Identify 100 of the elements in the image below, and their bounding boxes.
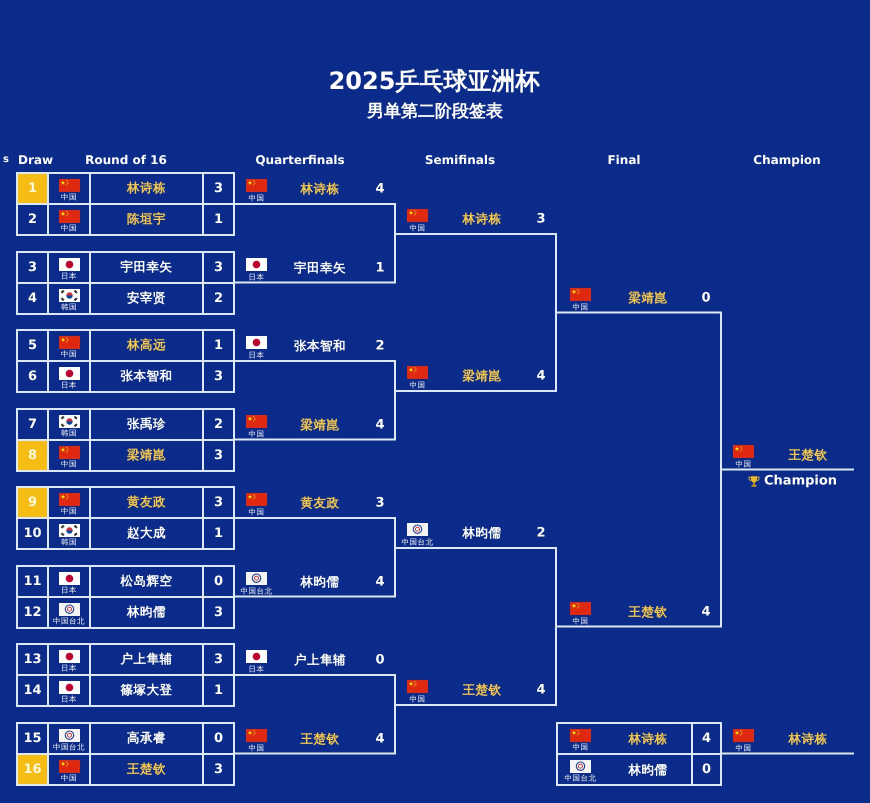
table-row (16, 203, 235, 236)
score: 3 (212, 368, 224, 386)
player-name: 林诗栋 (89, 174, 204, 203)
score: 3 (212, 494, 224, 512)
player-name: 林昀儒 (628, 763, 668, 776)
subtitle: 男单第二阶段签表 (367, 104, 503, 120)
draw-number: 13 (18, 645, 49, 674)
score: 0 (691, 754, 720, 784)
score: 4 (375, 182, 385, 196)
score: 0 (375, 654, 385, 666)
score: 2 (536, 526, 546, 540)
score: 3 (212, 651, 224, 669)
draw-number: 4 (18, 284, 49, 312)
bracket-line (555, 233, 722, 392)
bracket-line (394, 674, 557, 754)
table-row (16, 517, 235, 550)
draw-number: 7 (18, 410, 49, 438)
bracket-line (233, 752, 396, 754)
player-name: 梁靖崑 (300, 418, 340, 431)
draw-number: 12 (18, 598, 49, 626)
table-row (16, 282, 235, 314)
column-header: Round of 16 (85, 154, 167, 166)
score: 4 (375, 418, 385, 431)
bracket-line (394, 203, 557, 284)
bracket-line (394, 360, 557, 440)
table-row (16, 564, 235, 598)
player-name: 王楚钦 (462, 684, 502, 696)
player-name: 林诗栋 (788, 732, 828, 745)
player-name: 林高远 (89, 331, 204, 360)
player-name: 宇田幸矢 (89, 252, 204, 282)
bracket-line (233, 360, 396, 362)
column-header: Semifinals (424, 154, 496, 166)
score: 4 (701, 605, 711, 618)
draw-number: 10 (18, 519, 49, 548)
score: 0 (212, 730, 224, 748)
player-name: 张禹珍 (89, 410, 204, 438)
table-row (16, 360, 235, 393)
draw-number: 1 (18, 174, 49, 203)
score: 1 (375, 261, 385, 274)
player-name: 林诗栋 (462, 212, 502, 226)
score: 3 (212, 760, 224, 778)
player-name: 王楚钦 (628, 605, 668, 618)
column-header: Final (607, 154, 641, 166)
score: 2 (212, 416, 224, 434)
bracket-line (233, 517, 396, 519)
player-name: 黄友政 (89, 488, 204, 517)
draw-number: 6 (18, 362, 49, 391)
bracket-line (720, 752, 854, 754)
bracket-line (233, 674, 396, 676)
player-name: 王楚钦 (89, 754, 204, 784)
score: 3 (375, 496, 385, 510)
score: 4 (536, 370, 546, 382)
player-name: 林昀儒 (300, 575, 340, 588)
score: 3 (212, 180, 224, 198)
table-row (556, 752, 722, 786)
player-name: 林诗栋 (300, 182, 340, 196)
player-name: 林昀儒 (462, 526, 502, 540)
draw-number: 11 (18, 566, 49, 596)
table-row (16, 486, 235, 519)
table-row (16, 752, 235, 786)
table-row (16, 172, 235, 205)
score: 0 (212, 572, 224, 590)
player-name: 松岛辉空 (89, 566, 204, 596)
draw-number: 15 (18, 724, 49, 752)
draw-number: 9 (18, 488, 49, 517)
player-name: 户上隼辅 (89, 645, 204, 674)
player-name: 赵大成 (89, 519, 204, 548)
table-row (556, 722, 722, 754)
player-name: 宇田幸矢 (294, 261, 346, 274)
player-name: 王楚钦 (300, 732, 340, 745)
score: 0 (701, 291, 711, 304)
table-row (16, 674, 235, 707)
bracket-line (233, 438, 396, 440)
score: 3 (212, 446, 224, 464)
score: 3 (212, 258, 224, 276)
player-name: 黄友政 (300, 496, 340, 510)
player-name: 张本智和 (89, 362, 204, 391)
player-name: 张本智和 (294, 340, 346, 352)
score: 2 (212, 290, 224, 308)
table-row (16, 643, 235, 676)
table-row (16, 596, 235, 628)
player-name: 陈垣宇 (89, 205, 204, 234)
bracket-line (394, 517, 557, 598)
node-label: Champion (764, 474, 838, 487)
player-name: 篠塚大登 (89, 676, 204, 705)
column-header: Draw (18, 154, 54, 166)
draw-number: 16 (18, 754, 49, 784)
score: 3 (212, 604, 224, 622)
score: 4 (375, 575, 385, 588)
player-name: 梁靖崑 (628, 291, 668, 304)
title: 2025乒乓球亚洲杯 (328, 69, 540, 93)
score: 1 (212, 682, 224, 700)
draw-number: 14 (18, 676, 49, 705)
table-row (16, 438, 235, 472)
draw-number: 5 (18, 331, 49, 360)
score: 4 (375, 732, 385, 745)
score: 3 (536, 212, 546, 226)
player-name: 高承睿 (89, 724, 204, 752)
score: 4 (536, 684, 546, 696)
bracket-line (555, 547, 722, 706)
